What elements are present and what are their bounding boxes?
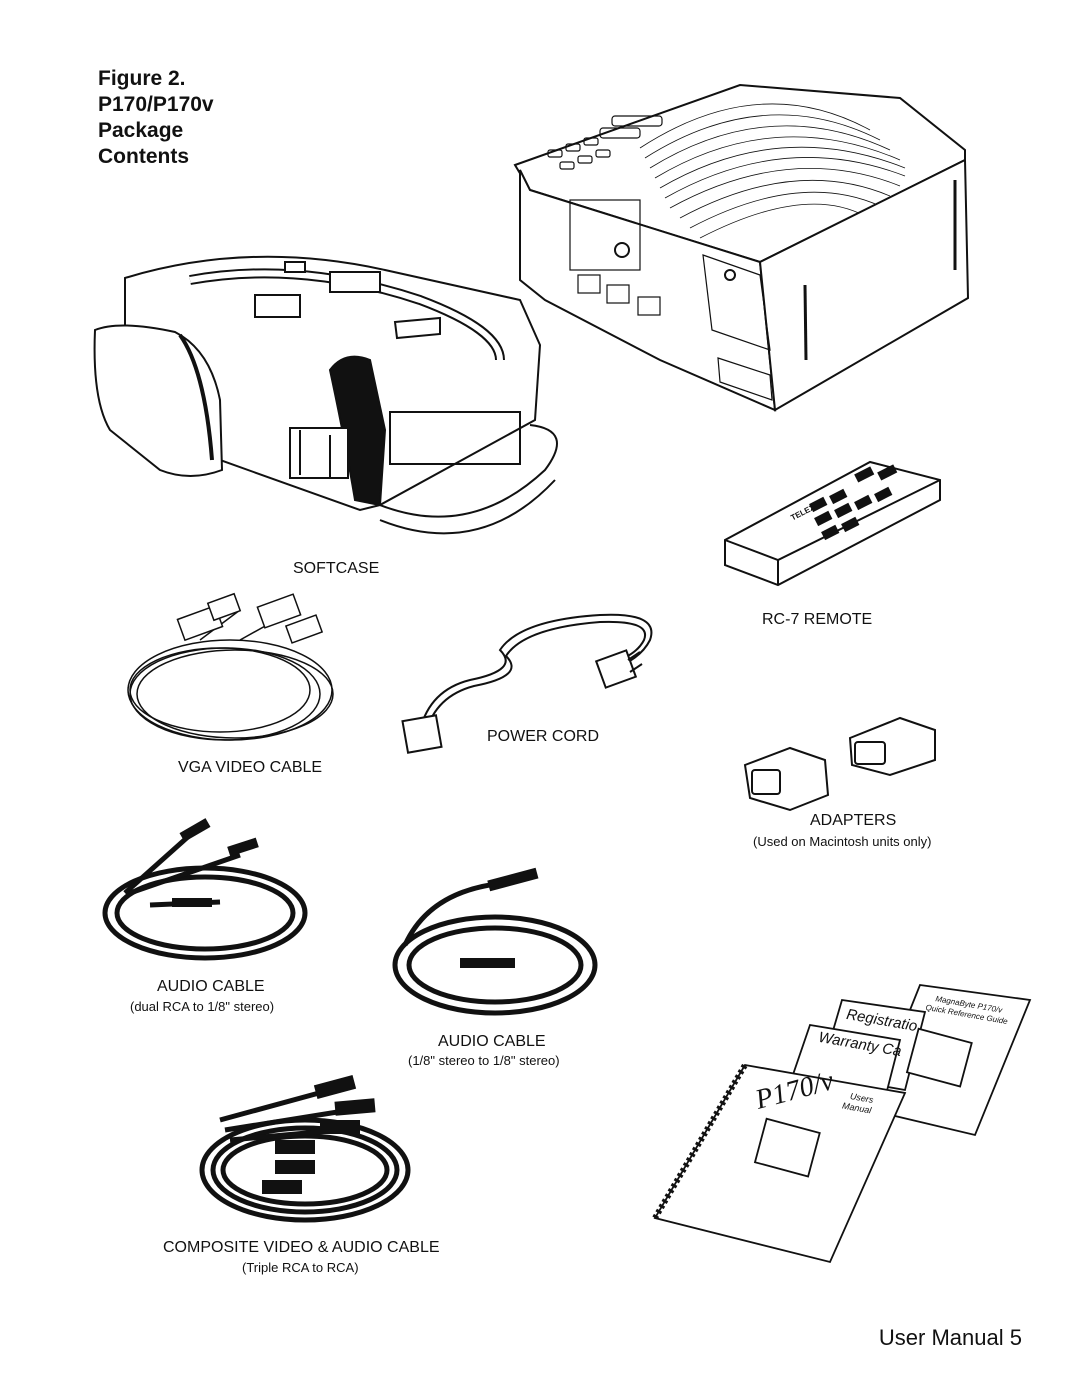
remote-buttons bbox=[809, 464, 898, 541]
rca-plugs bbox=[172, 818, 259, 907]
softcase-body bbox=[93, 255, 558, 535]
audio-cable-rca-note: (dual RCA to 1/8" stereo) bbox=[130, 999, 275, 1014]
projector-body bbox=[513, 83, 970, 412]
audio-cable-stereo-label: AUDIO CABLE bbox=[438, 1033, 546, 1050]
figure-number: Figure 2. bbox=[98, 67, 186, 90]
figure-title-line3: Package bbox=[98, 119, 184, 142]
audio-cable-stereo-note: (1/8" stereo to 1/8" stereo) bbox=[408, 1053, 560, 1068]
power-cord-label: POWER CORD bbox=[487, 728, 599, 745]
composite-cable-note: (Triple RCA to RCA) bbox=[242, 1260, 359, 1275]
composite-cable-label: COMPOSITE VIDEO & AUDIO CABLE bbox=[163, 1239, 440, 1256]
remote-label: RC-7 REMOTE bbox=[762, 611, 873, 628]
figure-model: P170/P170v bbox=[98, 93, 214, 116]
composite-rca-plugs bbox=[262, 1075, 376, 1194]
figure-title-line4: Contents bbox=[98, 145, 189, 168]
page-footer: User Manual 5 bbox=[878, 1325, 1022, 1350]
vga-connectors bbox=[176, 592, 324, 644]
adapter-pair bbox=[743, 716, 936, 812]
adapters-label: ADAPTERS bbox=[810, 812, 897, 829]
audio-cable-rca-label: AUDIO CABLE bbox=[157, 978, 265, 995]
adapters-note: (Used on Macintosh units only) bbox=[753, 834, 932, 849]
softcase-label: SOFTCASE bbox=[293, 560, 380, 577]
figure-title: Figure 2. P170/P170v Package Contents bbox=[98, 66, 214, 170]
vga-cable-label: VGA VIDEO CABLE bbox=[178, 759, 323, 776]
